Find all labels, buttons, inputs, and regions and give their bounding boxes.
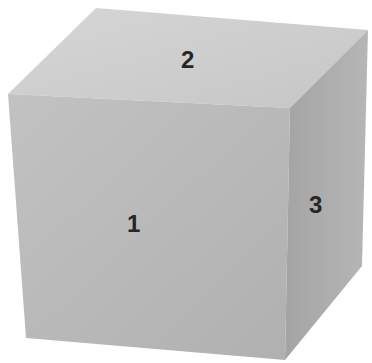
front-face bbox=[8, 94, 290, 360]
callout-number: 1 bbox=[127, 212, 140, 236]
callout-number: 3 bbox=[309, 193, 322, 217]
right-face bbox=[285, 30, 368, 360]
callout-number: 2 bbox=[181, 48, 194, 72]
